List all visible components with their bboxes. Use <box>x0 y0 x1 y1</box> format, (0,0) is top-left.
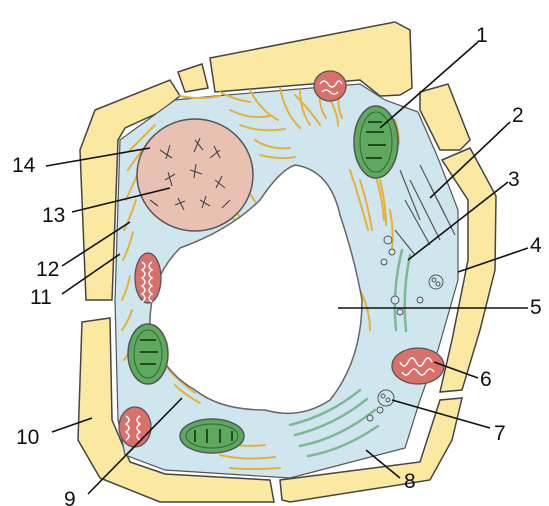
label-5: 5 <box>530 296 542 319</box>
cell-wall-plate <box>210 22 412 96</box>
label-1: 1 <box>476 24 488 47</box>
chloroplast <box>128 324 168 384</box>
mitochondrion <box>314 71 346 101</box>
label-4: 4 <box>530 234 542 257</box>
label-13: 13 <box>42 204 65 227</box>
chloroplast <box>354 106 398 178</box>
mitochondrion <box>392 348 444 384</box>
label-8: 8 <box>404 470 416 493</box>
label-12: 12 <box>36 258 59 281</box>
cell-wall-plate <box>178 64 208 92</box>
label-7: 7 <box>494 422 506 445</box>
mitochondrion <box>135 253 161 303</box>
label-10: 10 <box>16 426 39 449</box>
label-14: 14 <box>12 154 36 177</box>
label-2: 2 <box>512 104 524 127</box>
label-3: 3 <box>508 168 520 191</box>
nucleus <box>137 119 253 231</box>
chloroplast <box>180 419 244 453</box>
label-9: 9 <box>64 488 76 506</box>
mitochondrion <box>119 407 151 447</box>
label-6: 6 <box>480 368 492 391</box>
label-11: 11 <box>30 286 52 309</box>
